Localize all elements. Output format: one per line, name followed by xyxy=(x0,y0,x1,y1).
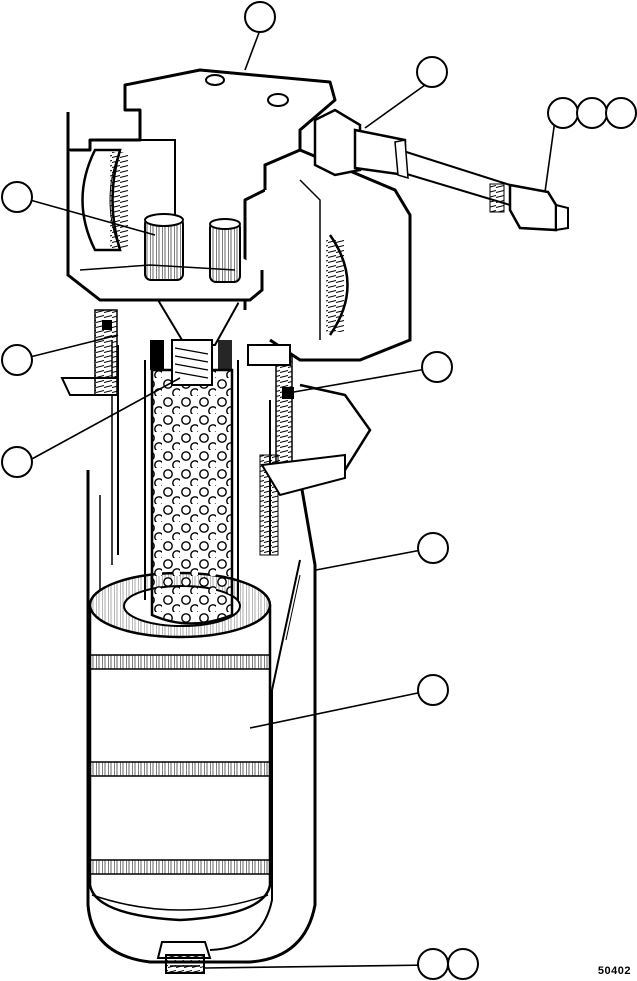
callout-bowl-seal xyxy=(421,351,453,383)
callout-leaders xyxy=(29,29,556,969)
leader-top-housing xyxy=(244,29,261,71)
leader-bowl-seal xyxy=(287,367,433,394)
callout-drain-plug-b xyxy=(447,948,479,980)
leader-drain-plug xyxy=(204,964,433,969)
leader-indicator xyxy=(364,79,433,129)
leader-filter-element xyxy=(249,689,433,729)
leader-seal-upper xyxy=(29,334,119,358)
figure-id-label: 50402 xyxy=(597,965,631,977)
callout-seal-upper xyxy=(1,344,33,376)
differential-indicator xyxy=(313,108,569,232)
callout-top-housing xyxy=(244,1,276,33)
leader-support-tube xyxy=(29,377,181,461)
leader-bypass-spring xyxy=(29,199,156,236)
leader-indicator-tip xyxy=(544,119,556,193)
perforated-center-tube xyxy=(144,360,239,625)
callout-indicator xyxy=(416,56,448,88)
callout-filter-element xyxy=(417,674,449,706)
drain-plug xyxy=(156,941,212,974)
callout-indicator-a xyxy=(547,97,579,129)
callout-bypass-spring xyxy=(1,181,33,213)
filter-head xyxy=(60,68,412,497)
filter-element xyxy=(88,571,272,922)
leader-filter-bowl xyxy=(315,547,433,571)
callout-indicator-c xyxy=(605,97,637,129)
bypass-valve xyxy=(150,299,242,386)
callout-support-tube xyxy=(1,446,33,478)
callout-drain-plug-a xyxy=(417,948,449,980)
callout-indicator-b xyxy=(576,97,608,129)
callout-filter-bowl xyxy=(417,532,449,564)
